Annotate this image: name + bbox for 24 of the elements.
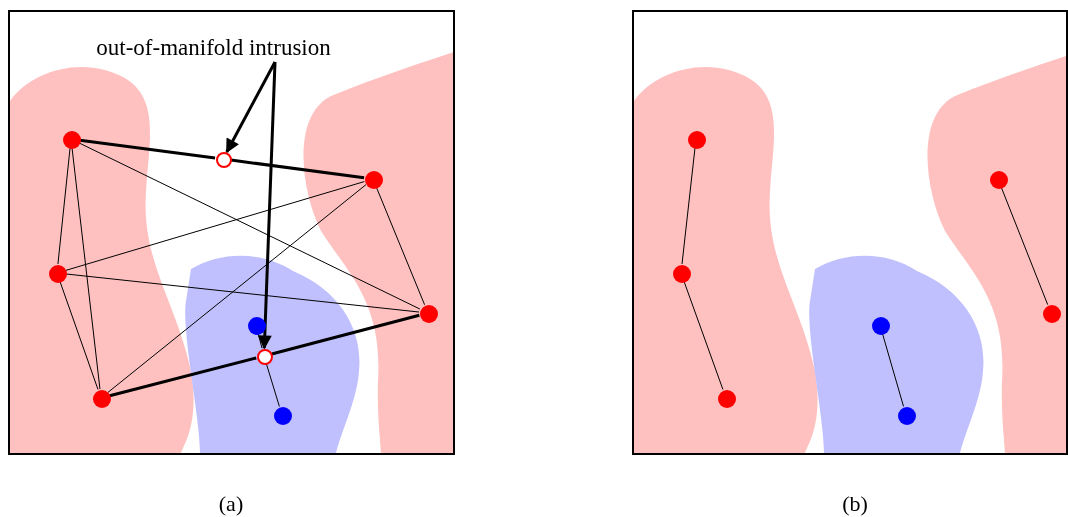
connector-line — [65, 181, 365, 271]
connector-line — [71, 147, 101, 390]
connector-line — [375, 186, 426, 306]
panel-caption: (b) — [842, 493, 868, 515]
connector-line — [79, 138, 216, 160]
connector-line — [681, 147, 696, 265]
connector-line — [109, 356, 257, 398]
connector-line — [1000, 186, 1049, 306]
connector-line — [57, 147, 71, 265]
connector-line — [271, 313, 420, 356]
hollow-point — [216, 152, 232, 168]
plot-panel — [8, 10, 455, 455]
connector-line — [882, 333, 904, 407]
arrow — [257, 61, 277, 350]
connector-line — [265, 363, 280, 407]
panel-caption: (a) — [218, 493, 244, 515]
connector-line — [230, 158, 365, 180]
plot-panel — [632, 10, 1068, 455]
connector-line — [65, 273, 420, 313]
connector-line — [78, 142, 421, 310]
annotation-text: out-of-manifold intrusion — [96, 35, 331, 59]
connector-line — [107, 184, 367, 393]
connector-line — [59, 281, 99, 390]
connector-line — [683, 280, 724, 391]
